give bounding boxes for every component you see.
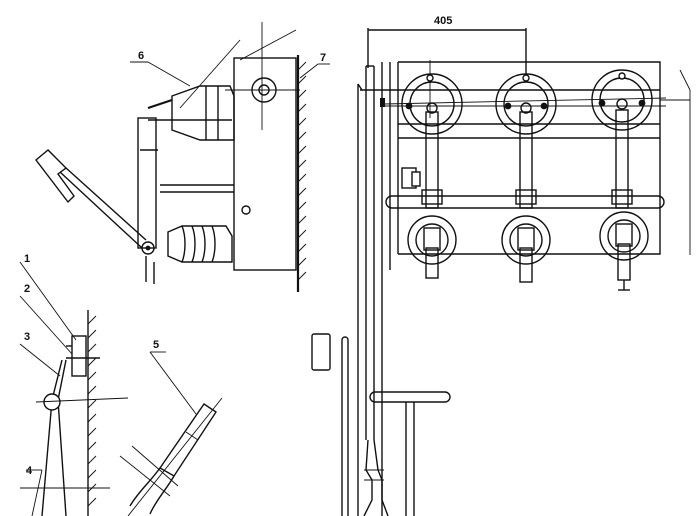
callout-3: 3 [24,331,30,343]
dimension-405: 405 [434,15,452,27]
side-view-assembly [35,22,330,292]
callout-5: 5 [153,339,159,351]
callout-7: 7 [320,52,326,64]
callout-4: 4 [26,465,33,477]
callout-2: 2 [24,283,30,295]
front-view-three-phase [311,28,691,516]
callout-6: 6 [138,50,144,62]
detail-view-contacts [19,261,223,516]
callout-1: 1 [24,253,30,265]
